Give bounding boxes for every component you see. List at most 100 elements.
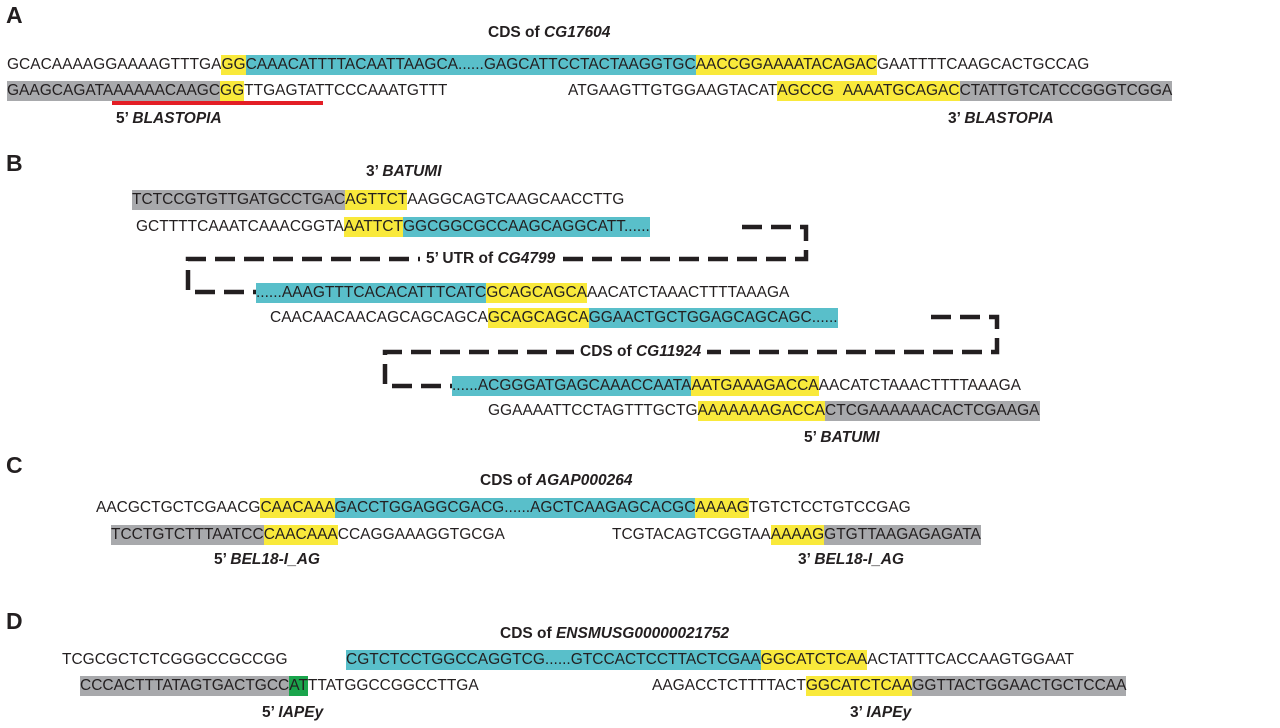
panel-d-top-right-sequence: CGTCTCCTGGCCAGGTCG......GTCCACTCCTTACTCG… <box>346 650 1074 670</box>
panel-d-left-label: 5’ IAPEy <box>262 703 323 723</box>
panel-a-right-label-name: BLASTOPIA <box>964 110 1054 127</box>
panel-c-bottom-right-sequence-segment: GTGTTAAGAGAGATA <box>824 525 981 545</box>
panel-a-bottom-left-sequence: GAAGCAGATAAAAAACAAGCGGTTGAGTATTCCCAAATGT… <box>7 81 447 101</box>
panel-a-bottom-left-sequence-segment: TTGAGTATTCCCAAATGTTT <box>244 82 448 99</box>
panel-b-line-4-segment: GCAGCAGCA <box>487 308 589 328</box>
panel-b-line-4-segment: CAACAACAACAGCAGCAGCA <box>270 309 488 326</box>
panel-a-title-prefix: CDS of <box>488 24 544 41</box>
panel-a-top-sequence: GCACAAAAGGAAAAGTTTGAGGCAAACATTTTACAATTAA… <box>7 55 1089 75</box>
panel-d-bottom-left-sequence: CCCACTTTATAGTGACTGCCATTTATGGCCGGCCTTGA <box>80 676 479 696</box>
panel-a-right-label: 3’ BLASTOPIA <box>948 109 1054 129</box>
panel-c-top-sequence-segment: AACGCTGCTCGAACG <box>96 499 261 516</box>
panel-b-top-label-name: BATUMI <box>382 163 442 180</box>
panel-d-bottom-right-sequence-segment: AAGACCTCTTTTACT <box>652 677 806 694</box>
panel-a-bottom-right-sequence-segment: ATGAAGTTGTGGAAGTACAT <box>568 82 778 99</box>
panel-b-cds-label-gene: CG11924 <box>635 343 702 360</box>
panel-d-bottom-right-sequence: AAGACCTCTTTTACTGGCATCTCAAGGTTACTGGAACTGC… <box>652 676 1127 696</box>
panel-a-bottom-left-sequence-segment: GAAGCAGATAAAAAACAAGC <box>7 81 221 101</box>
panel-b-line-2: GCTTTTCAAATCAAACGGTAAATTCTGGCGGCGCCAAGCA… <box>136 217 650 237</box>
panel-b-line-2-segment: AATTCT <box>343 217 403 237</box>
panel-d-top-left-sequence: TCGCGCTCTCGGGCCGCCGG <box>62 650 288 670</box>
panel-c-left-label: 5’ BEL18-I_AG <box>214 550 320 570</box>
panel-b-line-1: TCTCCGTGTTGATGCCTGACAGTTCTAAGGCAGTCAAGCA… <box>132 190 624 210</box>
panel-b-cds-label: CDS of CG11924 <box>574 342 708 362</box>
panel-c-top-sequence-segment: CAACAAA <box>260 498 335 518</box>
panel-c-top-sequence: AACGCTGCTCGAACGCAACAAAGACCTGGAGGCGACG...… <box>96 498 911 518</box>
panel-b-line-5-segment: ......ACGGGATGAGCAAACCAATA <box>452 376 692 396</box>
panel-a-title-gene: CG17604 <box>543 24 611 41</box>
panel-c-left-label-name: BEL18-I_AG <box>230 551 320 568</box>
panel-d-bottom-left-sequence-segment: CCCACTTTATAGTGACTGCC <box>80 676 290 696</box>
panel-a-right-label-prefix: 3’ <box>948 110 965 127</box>
panel-b-line-5-segment: AATGAAAGACCA <box>691 376 819 396</box>
panel-d-title: CDS of ENSMUSG00000021752 <box>500 624 729 644</box>
panel-c-bottom-left-sequence-segment: CCAGGAAAGGTGCGA <box>337 526 505 543</box>
panel-a-top-sequence-segment: GCACAAAAGGAAAAGTTTGA <box>7 56 222 73</box>
panel-a-left-label: 5’ BLASTOPIA <box>116 109 222 129</box>
panel-b-line-6: GGAAAATTCCTAGTTTGCTGAAAAAAAGACCACTCGAAAA… <box>488 401 1040 421</box>
panel-d-bottom-left-sequence-segment: TTATGGCCGGCCTTGA <box>307 677 479 694</box>
panel-d-right-label-prefix: 3’ <box>850 704 867 721</box>
panel-c-title-prefix: CDS of <box>480 472 536 489</box>
panel-c-bottom-right-sequence: TCGTACAGTCGGTAAAAAAGGTGTTAAGAGAGATA <box>612 525 981 545</box>
panel-a-bottom-right-sequence-segment: AGCCG AAAATGCAGAC <box>777 81 960 101</box>
panel-a-left-label-prefix: 5’ <box>116 110 133 127</box>
panel-c-title: CDS of AGAP000264 <box>480 471 632 491</box>
panel-a-top-sequence-segment: GG <box>221 55 246 75</box>
panel-b-line-1-segment: TCTCCGTGTTGATGCCTGAC <box>132 190 346 210</box>
panel-b-bottom-label: 5’ BATUMI <box>804 428 880 448</box>
panel-b-line-3: ......AAAGTTTCACACATTTCATCGCAGCAGCAAACAT… <box>256 283 789 303</box>
panel-d-bottom-right-sequence-segment: GGCATCTCAA <box>805 676 913 696</box>
panel-b-line-2-segment: GCTTTTCAAATCAAACGGTA <box>136 218 344 235</box>
panel-d-bottom-right-sequence-segment: GGTTACTGGAACTGCTCCAA <box>912 676 1127 696</box>
panel-d-title-prefix: CDS of <box>500 625 556 642</box>
panel-d-letter: D <box>6 608 23 634</box>
panel-b-line-3-segment: AACATCTAAACTTTTAAAGA <box>586 284 790 301</box>
panel-d-top-right-sequence-segment: ACTATTTCACCAAGTGGAAT <box>867 651 1074 668</box>
panel-b-bottom-label-prefix: 5’ <box>804 429 821 446</box>
panel-d-top-right-sequence-segment: CGTCTCCTGGCCAGGTCG......GTCCACTCCTTACTCG… <box>346 650 761 670</box>
panel-d-right-label: 3’ IAPEy <box>850 703 911 723</box>
panel-d-top-left-sequence-segment: TCGCGCTCTCGGGCCGCCGG <box>62 651 288 668</box>
panel-c-top-sequence-segment: GACCTGGAGGCGACG......AGCTCAAGAGCACGC <box>334 498 696 518</box>
panel-c-right-label-name: BEL18-I_AG <box>814 551 904 568</box>
panel-b-utr-label: 5’ UTR of CG4799 <box>420 249 562 269</box>
panel-b-letter: B <box>6 150 23 176</box>
panel-b-line-5-segment: AACATCTAAACTTTTAAAGA <box>818 377 1022 394</box>
panel-b-line-6-segment: AAAAAAAGACCA <box>697 401 826 421</box>
panel-b-line-4: CAACAACAACAGCAGCAGCAGCAGCAGCAGGAACTGCTGG… <box>270 308 838 328</box>
panel-a-bottom-right-sequence: ATGAAGTTGTGGAAGTACATAGCCG AAAATGCAGACCTA… <box>568 81 1173 101</box>
panel-a-red-underline <box>112 101 323 105</box>
panel-a-bottom-left-sequence-segment: GG <box>220 81 245 101</box>
panel-a-left-label-name: BLASTOPIA <box>132 110 222 127</box>
panel-c-top-sequence-segment: TGTCTCCTGTCCGAG <box>748 499 911 516</box>
panel-b-utr-label-prefix: 5’ UTR of <box>426 250 498 267</box>
panel-b-top-label: 3’ BATUMI <box>366 162 442 182</box>
panel-d-left-label-prefix: 5’ <box>262 704 279 721</box>
panel-a-bottom-right-sequence-segment: CTATTGTCATCCGGGTCGGA <box>959 81 1173 101</box>
panel-c-right-label: 3’ BEL18-I_AG <box>798 550 904 570</box>
panel-d-right-label-name: IAPEy <box>866 704 912 721</box>
panel-b-cds-label-prefix: CDS of <box>580 343 636 360</box>
panel-d-top-right-sequence-segment: GGCATCTCAA <box>760 650 868 670</box>
panel-b-line-5: ......ACGGGATGAGCAAACCAATAAATGAAAGACCAAA… <box>452 376 1021 396</box>
panel-b-utr-label-gene: CG4799 <box>497 250 556 267</box>
panel-b-line-3-segment: ......AAAGTTTCACACATTTCATC <box>256 283 487 303</box>
panel-a-title: CDS of CG17604 <box>488 23 610 43</box>
panel-c-bottom-right-sequence-segment: AAAAG <box>770 525 825 545</box>
panel-c-title-gene: AGAP000264 <box>535 472 633 489</box>
panel-b-line-2-segment: GGCGGCGCCAAGCAGGCATT...... <box>402 217 650 237</box>
panel-b-line-3-segment: GCAGCAGCA <box>486 283 587 303</box>
panel-a-letter: A <box>6 2 23 28</box>
panel-b-line-6-segment: CTCGAAAAAACACTCGAAGA <box>825 401 1040 421</box>
panel-b-line-1-segment: AGTTCT <box>345 190 408 210</box>
panel-c-bottom-left-sequence: TCCTGTCTTTAATCCCAACAAACCAGGAAAGGTGCGA <box>111 525 505 545</box>
utr-connector-dashes <box>185 224 809 295</box>
panel-a-top-sequence-segment: GAATTTTCAAGCACTGCCAG <box>876 56 1090 73</box>
panel-a-top-sequence-segment: AACCGGAAAATACAGAC <box>695 55 877 75</box>
panel-b-line-1-segment: AAGGCAGTCAAGCAACCTTG <box>407 191 625 208</box>
panel-b-line-6-segment: GGAAAATTCCTAGTTTGCTG <box>488 402 698 419</box>
panel-c-top-sequence-segment: AAAAG <box>695 498 749 518</box>
panel-c-bottom-left-sequence-segment: CAACAAA <box>263 525 338 545</box>
